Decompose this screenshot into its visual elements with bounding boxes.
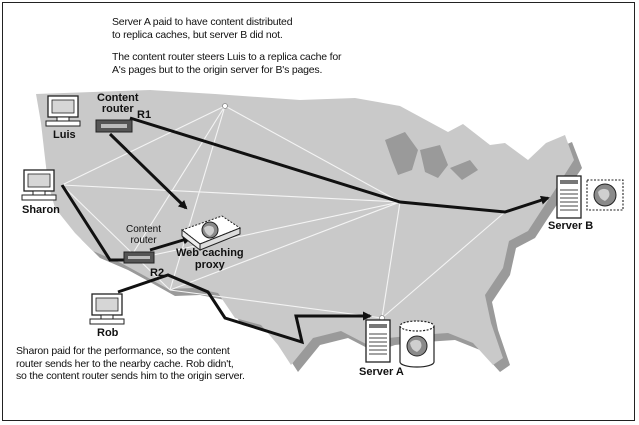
note-bottom-line: so the content router sends him to the o… [16, 370, 245, 382]
sharon-computer-icon [21, 169, 57, 201]
web-caching-proxy-icon [180, 215, 242, 252]
note-top-line: A's pages but to the origin server for B… [112, 63, 323, 76]
r2-label: R2 [150, 267, 165, 279]
arrow-r1-to-proxy [108, 132, 188, 210]
network-node [222, 103, 228, 109]
note-bottom-line: Sharon paid for the performance, so the … [16, 345, 230, 357]
sharon-label: Sharon [22, 204, 60, 216]
web-caching-proxy-label-line: proxy [194, 259, 225, 271]
arrow-sharon-to-r2 [60, 184, 127, 262]
route-arrows [60, 116, 550, 345]
server-b-label: Server B [548, 220, 594, 232]
content-router-r1-label-line: Content [97, 92, 139, 104]
server-a-label: Server A [359, 366, 404, 378]
server-b-icon [556, 175, 582, 219]
content-router-r1-label-line: router [101, 103, 134, 115]
note-top: Server A paid to have content distribute… [112, 16, 392, 76]
server-a-icon [365, 319, 391, 363]
arrow-r2-to-proxy [149, 235, 192, 252]
luis-computer-icon [45, 95, 81, 127]
note-bottom: Sharon paid for the performance, so the … [16, 345, 316, 383]
content-router-r2-label-line: Content [126, 224, 162, 235]
arrow-rob-to-server-a [117, 273, 372, 345]
content-router-r2-label-line: router [130, 235, 157, 246]
arrow-r1-to-server-b [129, 116, 550, 214]
rob-label: Rob [97, 327, 119, 339]
server-a-storage-icon [399, 320, 435, 368]
router-r1-icon [95, 119, 133, 133]
web-caching-proxy-label: Web caching proxy [176, 247, 244, 271]
router-r2-icon [123, 251, 155, 264]
luis-label: Luis [53, 129, 76, 141]
us-map [36, 90, 582, 372]
network-links [61, 105, 506, 319]
note-bottom-line: router sends her to the nearby cache. Ro… [16, 357, 234, 370]
note-top-line: to replica caches, but server B did not. [112, 28, 283, 41]
note-top-line: Server A paid to have content distribute… [112, 16, 293, 28]
note-top-line: The content router steers Luis to a repl… [112, 51, 342, 63]
web-caching-proxy-label-line: Web caching [176, 247, 244, 259]
great-lakes [385, 132, 478, 180]
content-router-r2-label: Content router [126, 224, 161, 246]
r1-label: R1 [137, 109, 152, 121]
content-router-r1-label: Content router [97, 93, 139, 115]
rob-computer-icon [89, 293, 125, 325]
server-b-storage-icon [586, 179, 624, 211]
